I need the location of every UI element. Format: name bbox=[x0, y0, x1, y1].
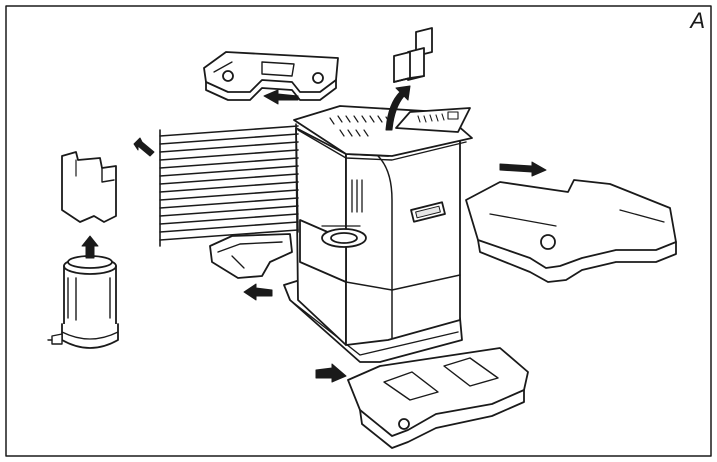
heater-main-unit bbox=[283, 105, 473, 363]
front-side-vents bbox=[351, 179, 363, 213]
drip-tray bbox=[347, 347, 529, 449]
front-grille bbox=[159, 123, 299, 247]
arrow-up-icon bbox=[81, 235, 99, 259]
top-rear-bracket bbox=[203, 51, 339, 101]
direction-arrows bbox=[81, 85, 547, 383]
figure-corner-label: A bbox=[690, 8, 705, 33]
lower-front-bracket bbox=[209, 233, 293, 279]
arrow-back-icon bbox=[133, 137, 155, 157]
arrow-curved-up-icon bbox=[385, 85, 411, 131]
arrow-down-left-icon bbox=[315, 363, 347, 383]
small-clip-part bbox=[393, 27, 433, 83]
lid-vents bbox=[329, 115, 391, 137]
arrow-right-icon bbox=[499, 161, 547, 177]
control-flap bbox=[395, 107, 471, 133]
arrow-into-base-icon bbox=[243, 283, 273, 301]
fuel-tank-cartridge bbox=[47, 255, 119, 349]
side-cover-panel bbox=[61, 151, 117, 223]
arrow-left-icon bbox=[263, 89, 299, 105]
rear-cover-housing bbox=[465, 179, 677, 283]
figure-frame bbox=[5, 5, 712, 457]
